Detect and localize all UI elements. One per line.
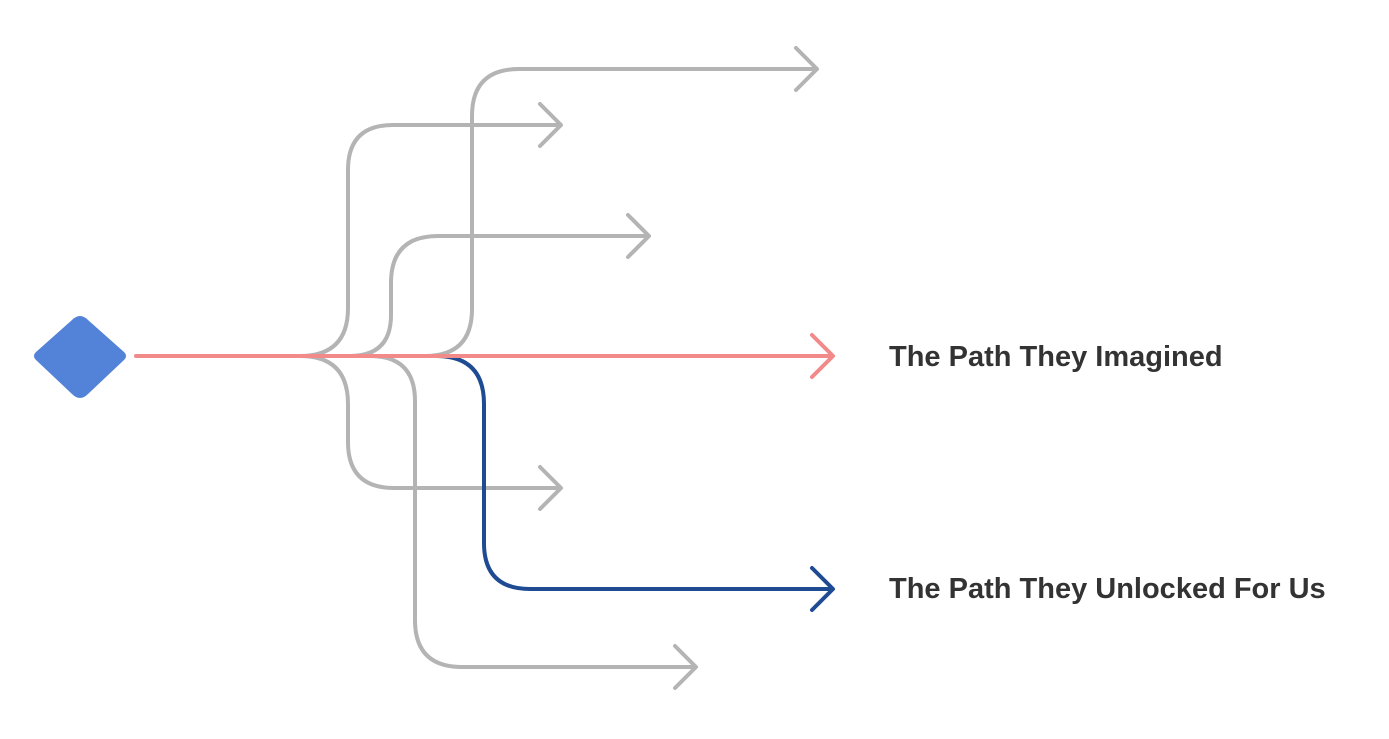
alt-path-3 [423, 46, 819, 358]
alt-path-1 [298, 102, 563, 358]
alt-path-4 [298, 354, 563, 511]
alt-path-5 [368, 354, 698, 690]
start-node-icon [34, 316, 126, 398]
imagined-path [134, 333, 835, 379]
unlocked-path-label: The Path They Unlocked For Us [889, 573, 1326, 605]
imagined-path-label: The Path They Imagined [889, 341, 1223, 373]
unlocked-path [434, 354, 835, 612]
alt-path-2 [348, 213, 651, 358]
